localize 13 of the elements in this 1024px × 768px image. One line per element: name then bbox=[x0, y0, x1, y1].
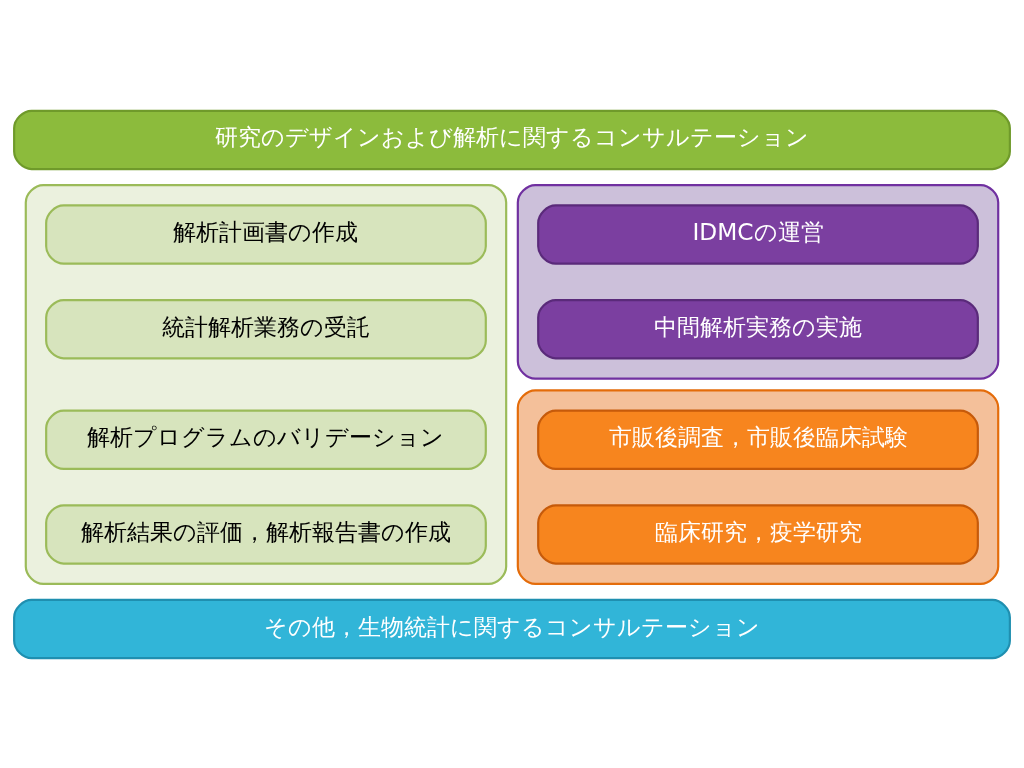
node-box: 中間解析実務の実施 bbox=[537, 298, 979, 359]
cluster bbox=[516, 183, 1000, 380]
node-box: その他，生物統計に関するコンサルテーション bbox=[13, 598, 1011, 659]
node-box: IDMCの運営 bbox=[537, 203, 979, 265]
node-box: 統計解析業務の受託 bbox=[45, 298, 487, 359]
node-box: 解析プログラムのバリデーション bbox=[45, 409, 487, 470]
node-box: 臨床研究，疫学研究 bbox=[537, 503, 979, 565]
node-box: 研究のデザインおよび解析に関するコンサルテーション bbox=[13, 109, 1011, 170]
cluster bbox=[516, 388, 1000, 585]
node-box: 解析計画書の作成 bbox=[45, 203, 487, 265]
node-box: 解析結果の評価，解析報告書の作成 bbox=[45, 503, 487, 565]
cluster bbox=[24, 183, 508, 585]
node-box: 市販後調査，市販後臨床試験 bbox=[537, 409, 979, 470]
